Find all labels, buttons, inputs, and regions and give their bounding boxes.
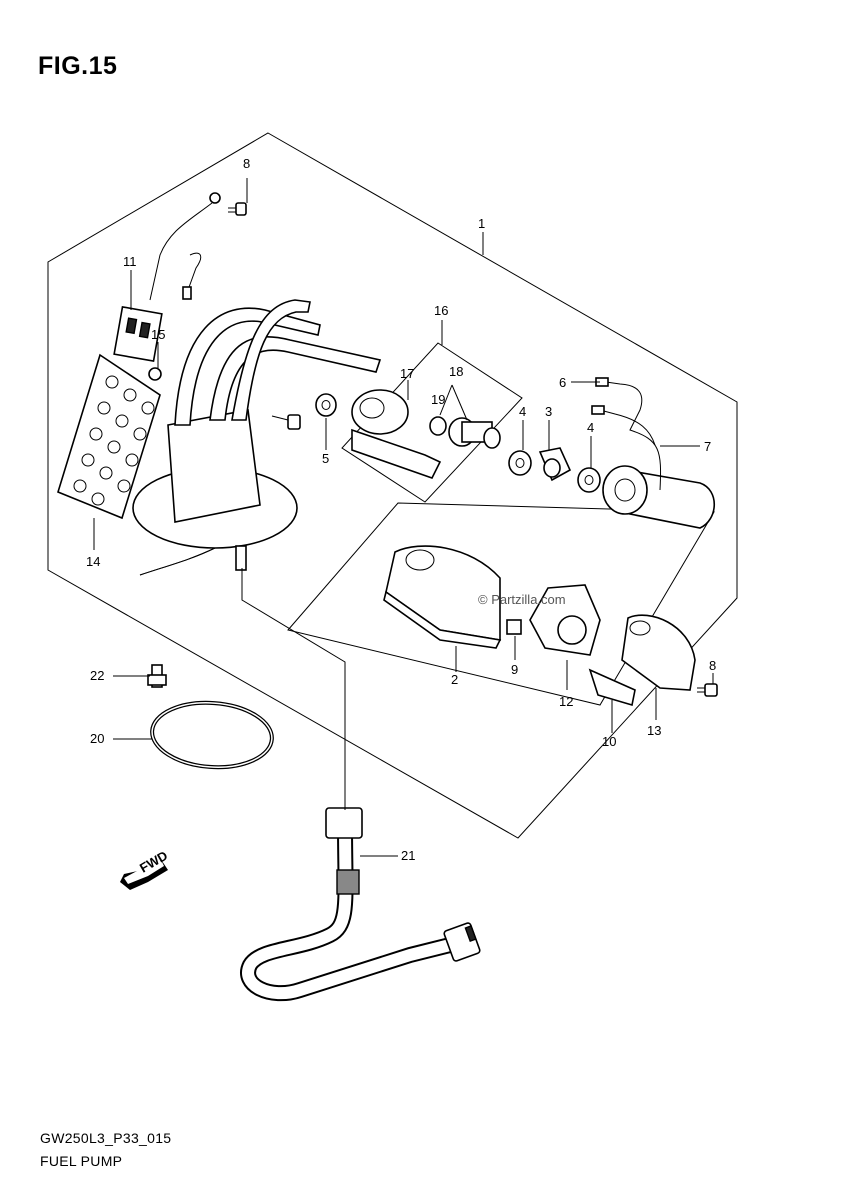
callout-8-top: 8 [243, 156, 250, 171]
clip-15 [148, 367, 162, 381]
callout-4-left: 4 [519, 404, 526, 419]
drawing-code: GW250L3_P33_015 [40, 1130, 172, 1146]
callout-1: 1 [478, 216, 485, 231]
filter-12 [529, 584, 601, 656]
callout-8-right: 8 [709, 658, 716, 673]
callout-14: 14 [86, 554, 100, 569]
assembly-outline [47, 132, 738, 839]
washer-4-right [577, 467, 601, 493]
regulator-17 [351, 389, 442, 479]
gasket-20 [150, 700, 274, 770]
callout-13: 13 [647, 723, 661, 738]
callout-20: 20 [90, 731, 104, 746]
pump-bracket [132, 299, 382, 576]
forward-arrow-icon: FWD [120, 848, 170, 890]
connector-11 [113, 305, 163, 363]
bolt-bracket [271, 414, 301, 430]
ground-wire [149, 192, 221, 301]
callout-10: 10 [602, 734, 616, 749]
callout-labels: 1 2 3 4 4 5 6 7 8 8 9 10 11 12 13 14 15 … [86, 156, 716, 863]
callout-2: 2 [451, 672, 458, 687]
callout-9: 9 [511, 662, 518, 677]
housing-2 [383, 545, 502, 649]
callout-3: 3 [545, 404, 552, 419]
watermark: © Partzilla.com [478, 592, 566, 607]
connection-line [241, 568, 346, 810]
cover-13 [621, 614, 696, 691]
callout-22: 22 [90, 668, 104, 683]
valve-18 [448, 417, 501, 449]
washer-4-left [508, 450, 532, 476]
callout-7: 7 [704, 439, 711, 454]
damper-3 [538, 447, 572, 482]
callout-15: 15 [151, 327, 165, 342]
bolt-8-top [228, 202, 247, 216]
hose-21 [240, 807, 481, 1002]
leader-lines [93, 178, 714, 857]
seal-9 [506, 619, 522, 635]
figure-title: FIG.15 [38, 52, 118, 80]
callout-21: 21 [401, 848, 415, 863]
pump-motor-7 [591, 377, 715, 529]
subassembly-housing-outline [287, 502, 715, 706]
callout-4-right: 4 [587, 420, 594, 435]
callout-11: 11 [123, 254, 137, 269]
callout-18: 18 [449, 364, 463, 379]
callout-5: 5 [322, 451, 329, 466]
figure-caption: FUEL PUMP [40, 1153, 123, 1169]
callout-12: 12 [559, 694, 573, 709]
callout-16: 16 [434, 303, 448, 318]
oring-19 [429, 416, 447, 436]
callout-19: 19 [431, 392, 445, 407]
washer-5 [315, 393, 337, 417]
bolt-8-right [697, 683, 718, 697]
bolt-22 [147, 664, 167, 688]
callout-6: 6 [559, 375, 566, 390]
filter-14 [57, 353, 161, 520]
callout-17: 17 [400, 366, 414, 381]
seal-10 [588, 668, 636, 707]
